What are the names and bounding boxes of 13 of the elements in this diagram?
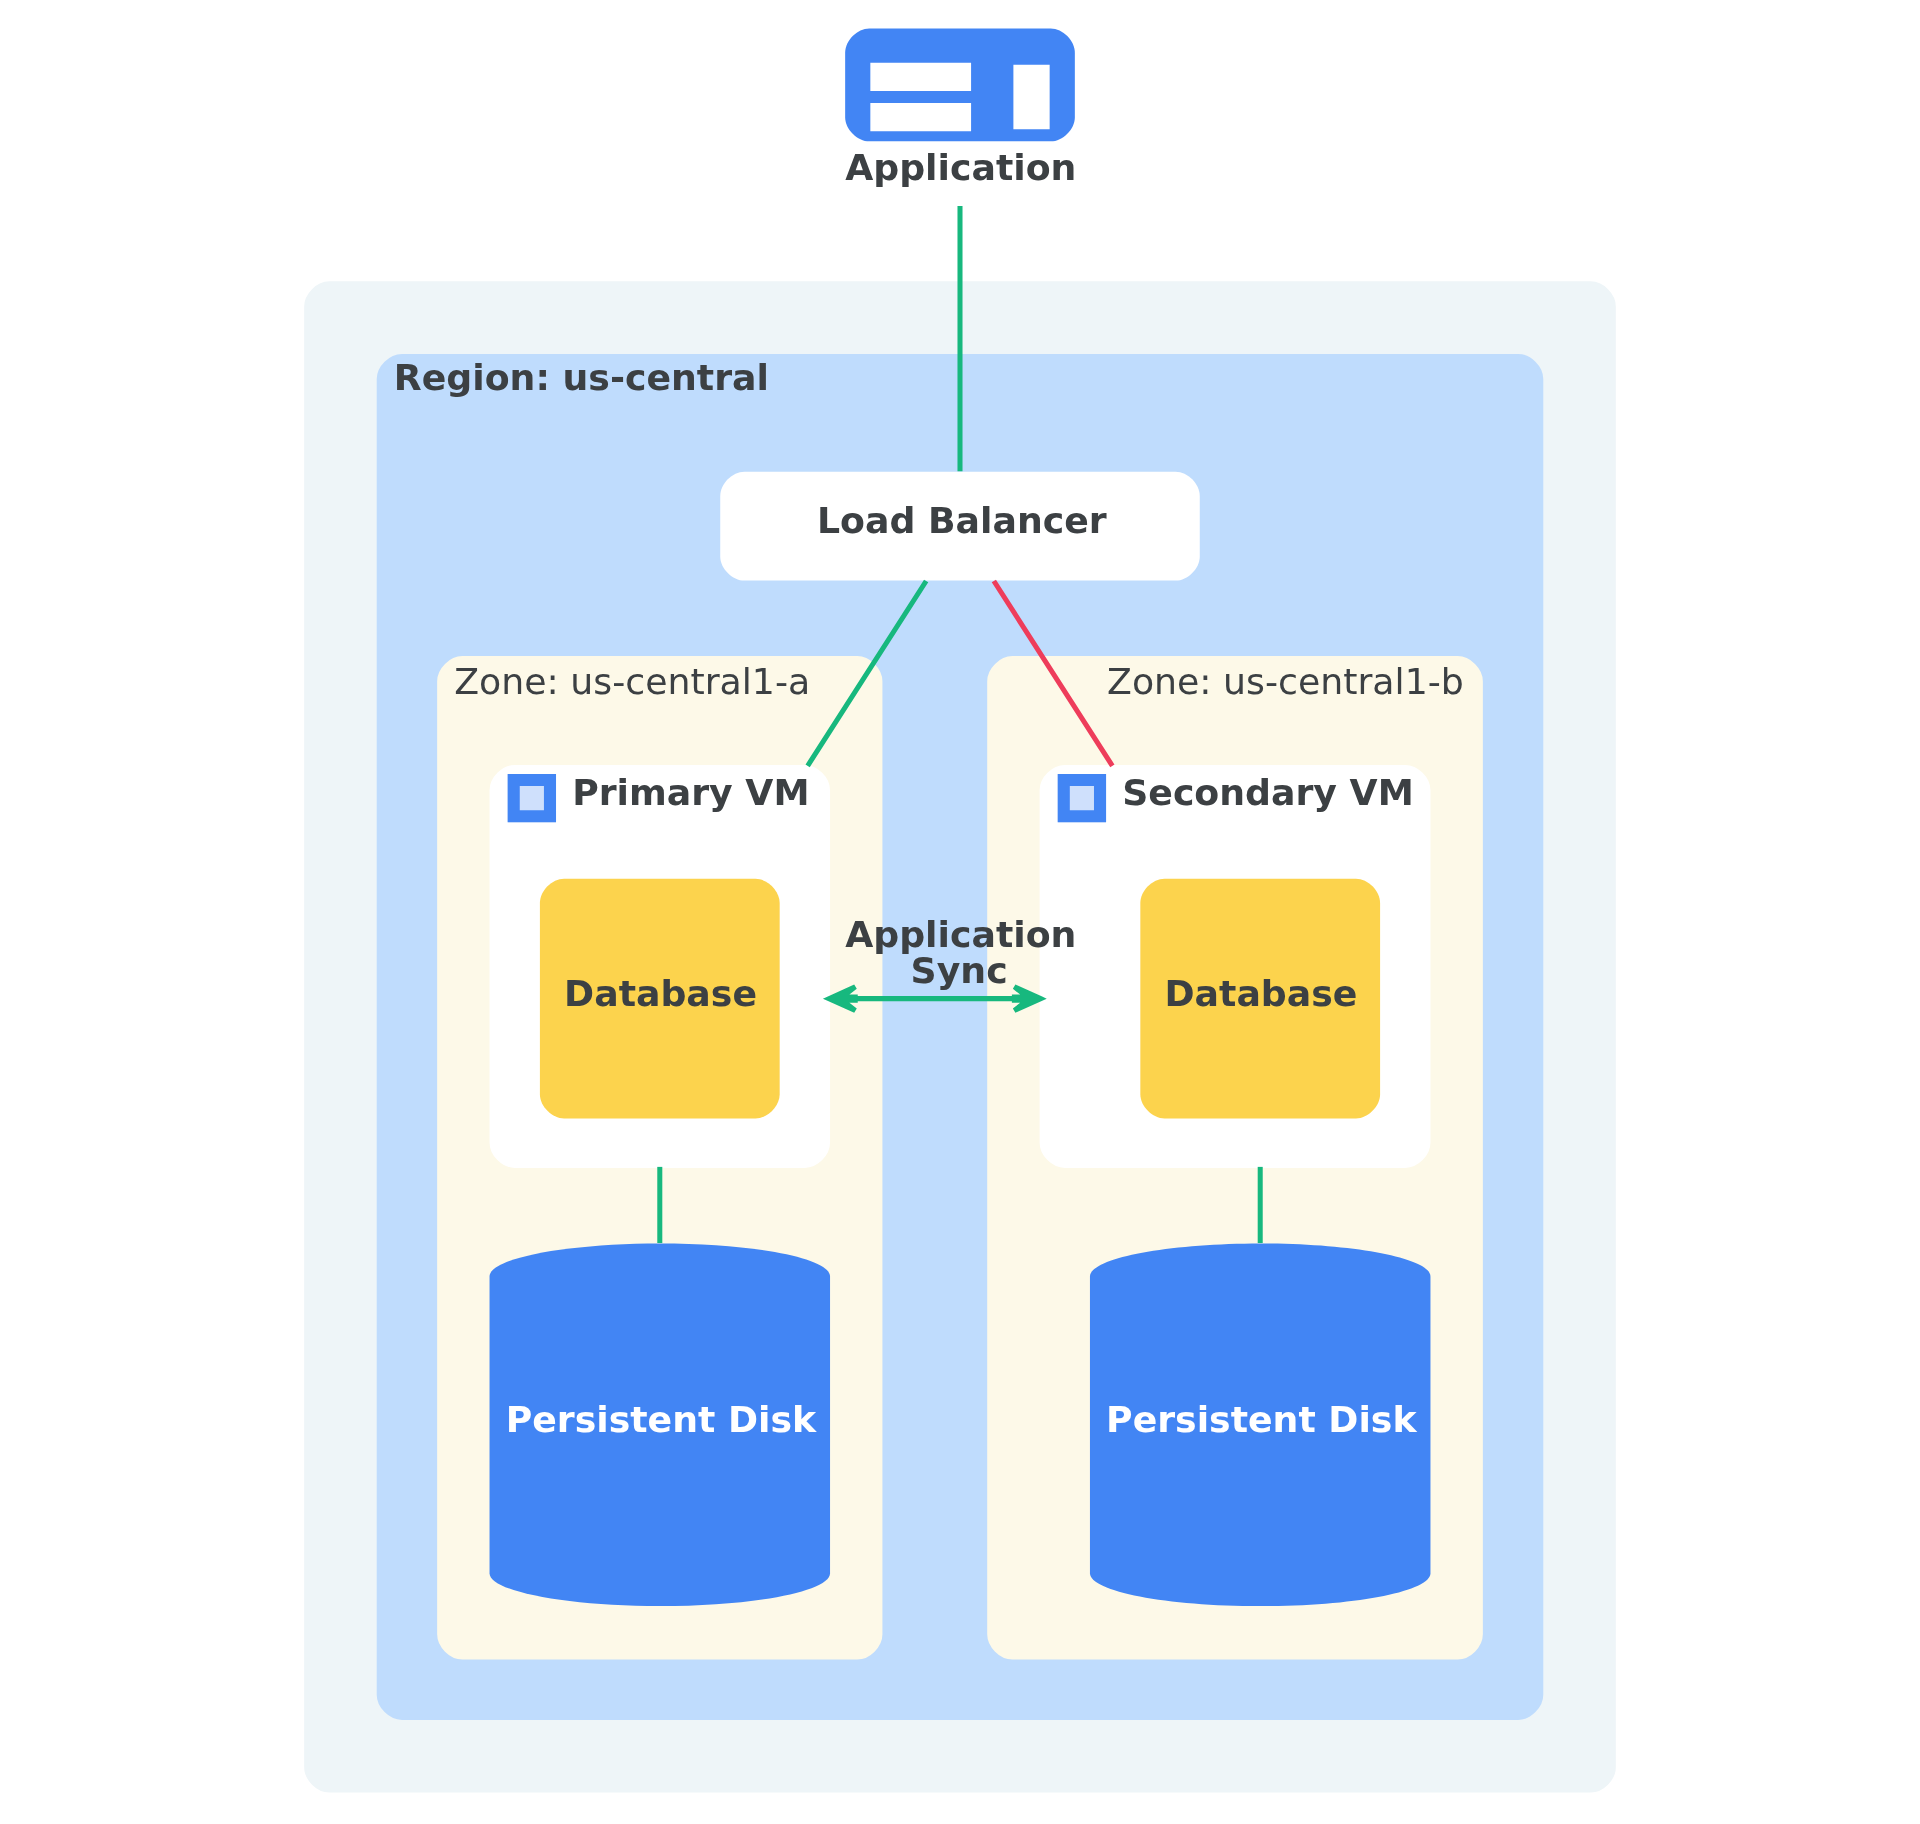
connector <box>957 205 963 472</box>
node-box <box>845 28 1075 142</box>
node-box: Database <box>1140 878 1381 1119</box>
connector <box>1257 1166 1263 1244</box>
connector <box>805 579 929 768</box>
edge-label: Application Sync <box>845 913 1077 993</box>
node-box: Database <box>539 878 780 1119</box>
cluster <box>304 281 1616 1793</box>
node-label: Application <box>845 146 1077 190</box>
arrow <box>826 984 1044 1013</box>
node-box: Load Balancer <box>720 471 1200 581</box>
connector <box>657 1166 663 1244</box>
connector <box>991 579 1115 768</box>
